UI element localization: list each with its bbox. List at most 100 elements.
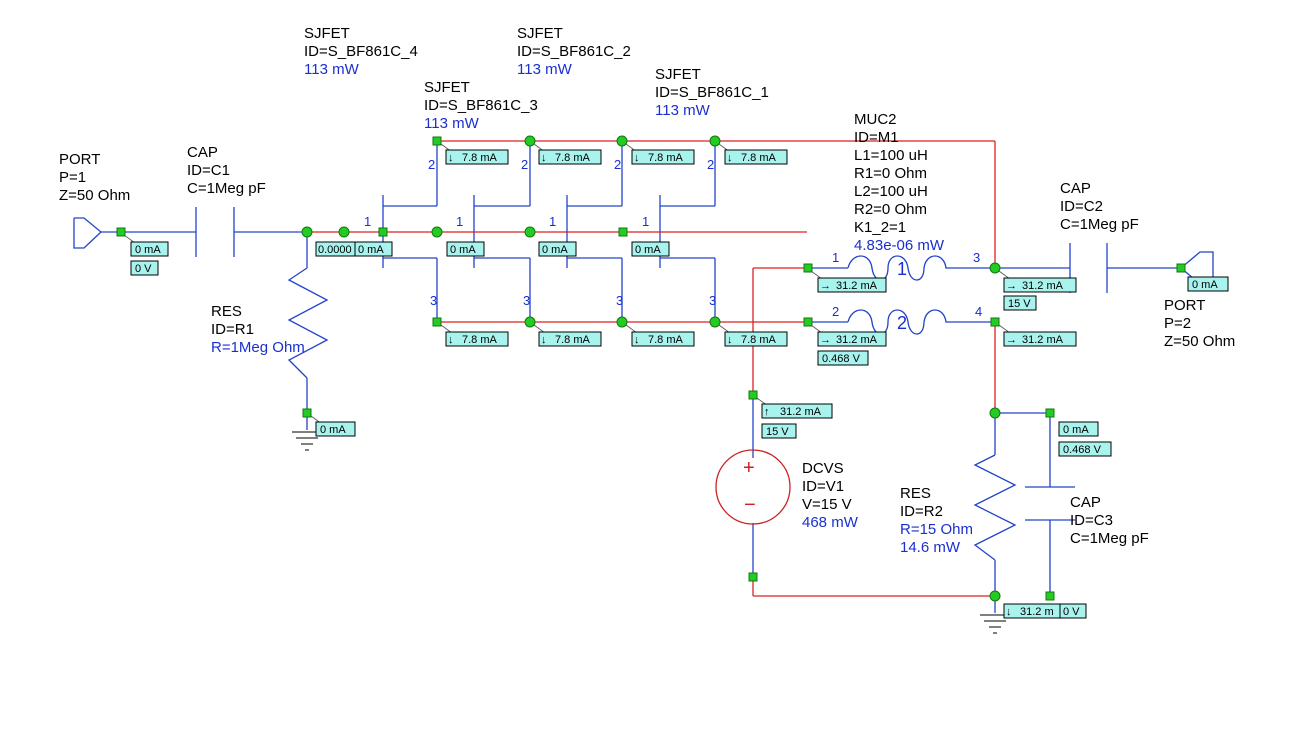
v1-minus: − [744,494,756,516]
annotation-m1-pin4-current: → 31.2 mA [1003,331,1077,347]
c2-id: ID=C2 [1060,198,1103,215]
svg-text:2: 2 [521,157,528,172]
annotation-gate1-current: 0 mA [631,241,670,257]
svg-text:7.8 mA: 7.8 mA [741,152,777,164]
q1-power: 113 mW [655,102,711,119]
c3-type: CAP [1070,494,1101,511]
port1-type: PORT [59,151,100,168]
port1-number: P=1 [59,169,86,186]
m1-pin4: 4 [975,304,982,319]
q1-type: SJFET [655,66,701,83]
v1-power: 468 mW [802,514,859,531]
r2-value: R=15 Ohm [900,521,973,538]
svg-text:→: → [820,280,831,292]
m1-coupling: K1_2=1 [854,219,906,236]
svg-text:1: 1 [642,214,649,229]
annotation-gate4-current: 0 mA [354,241,393,257]
c2-value: C=1Meg pF [1060,216,1139,233]
svg-text:↓: ↓ [448,152,454,164]
m1-l1: L1=100 uH [854,147,928,164]
r2-power: 14.6 mW [900,539,961,556]
annotation-v1-current: ↑ 31.2 mA [761,403,833,419]
m1-id: ID=M1 [854,129,899,146]
svg-text:0 mA: 0 mA [635,244,661,256]
annotation-c3-bottom-voltage: 0 V [1059,603,1087,619]
m1-pin1: 1 [832,250,839,265]
v1-type: DCVS [802,460,844,477]
q4-type: SJFET [304,25,350,42]
svg-text:31.2 m: 31.2 m [1020,606,1054,618]
capacitor-c1[interactable] [195,207,235,257]
svg-text:0 mA: 0 mA [450,244,476,256]
svg-text:↓: ↓ [541,152,547,164]
resistor-r1[interactable] [287,267,329,379]
svg-text:15 V: 15 V [1008,298,1031,310]
q4-id: ID=S_BF861C_4 [304,43,418,60]
pin-squares [116,136,1186,601]
port1-symbol[interactable] [73,217,102,249]
svg-text:↓: ↓ [541,334,547,346]
r1-value: R=1Meg Ohm [211,339,305,356]
annotation-source-current-q2: ↓ 7.8 mA [538,331,602,347]
svg-text:31.2 mA: 31.2 mA [836,334,878,346]
m1-coil2-label: 2 [897,313,907,333]
c1-id: ID=C1 [187,162,230,179]
svg-text:0 mA: 0 mA [542,244,568,256]
svg-text:7.8 mA: 7.8 mA [462,334,498,346]
port2-type: PORT [1164,297,1205,314]
annotation-v1-voltage: 15 V [761,423,797,439]
annotation-drain-current-q3: ↓ 7.8 mA [445,149,509,165]
c3-id: ID=C3 [1070,512,1113,529]
svg-text:2: 2 [614,157,621,172]
svg-text:→: → [820,334,831,346]
svg-text:7.8 mA: 7.8 mA [741,334,777,346]
svg-text:1: 1 [364,214,371,229]
svg-text:0.468 V: 0.468 V [822,353,861,365]
v1-plus: + [743,457,755,479]
m1-pin2: 2 [832,304,839,319]
c2-type: CAP [1060,180,1091,197]
svg-text:31.2 mA: 31.2 mA [1022,334,1064,346]
svg-text:→: → [1006,334,1017,346]
svg-text:→: → [1006,280,1017,292]
jfet-pin-numbers: 2 2 2 2 1 1 1 1 3 3 3 3 [364,157,716,308]
svg-text:3: 3 [430,293,437,308]
q3-type: SJFET [424,79,470,96]
svg-text:0 V: 0 V [135,263,152,275]
coupled-inductor-m1[interactable] [847,255,958,335]
annotation-port1-voltage: 0 V [130,260,159,276]
svg-text:↓: ↓ [448,334,454,346]
annotation-gate3-current: 0 mA [446,241,485,257]
annotation-r2-current: ↓ 31.2 m [1003,603,1063,619]
annotation-gate2-current: 0 mA [538,241,577,257]
svg-text:↓: ↓ [727,334,733,346]
q3-power: 113 mW [424,115,480,132]
m1-pin3: 3 [973,250,980,265]
svg-text:0 mA: 0 mA [358,244,384,256]
r2-type: RES [900,485,931,502]
resistor-r2[interactable] [973,454,1017,561]
svg-text:15 V: 15 V [766,426,789,438]
r1-id: ID=R1 [211,321,254,338]
voltage-source-v1[interactable] [715,449,791,525]
capacitor-c3[interactable] [1025,486,1075,521]
annotation-m1-pin2-voltage: 0.468 V [817,350,869,366]
svg-text:1: 1 [456,214,463,229]
m1-r1: R1=0 Ohm [854,165,927,182]
v1-id: ID=V1 [802,478,844,495]
m1-power: 4.83e-06 mW [854,237,945,254]
annotation-port2-current: 0 mA [1187,276,1229,292]
port1-impedance: Z=50 Ohm [59,187,130,204]
svg-text:31.2 mA: 31.2 mA [1022,280,1064,292]
svg-text:7.8 mA: 7.8 mA [648,334,684,346]
annotation-m1-pin1-current: → 31.2 mA [817,277,887,293]
svg-text:↓: ↓ [634,334,640,346]
svg-text:7.8 mA: 7.8 mA [462,152,498,164]
annotation-source-current-q2b: ↓ 7.8 mA [631,331,695,347]
svg-text:0 V: 0 V [1063,606,1080,618]
svg-text:3: 3 [709,293,716,308]
m1-coil1-label: 1 [897,259,907,279]
svg-text:3: 3 [523,293,530,308]
annotation-drain-current-q1: ↓ 7.8 mA [724,149,788,165]
svg-text:0.0000: 0.0000 [318,244,352,256]
